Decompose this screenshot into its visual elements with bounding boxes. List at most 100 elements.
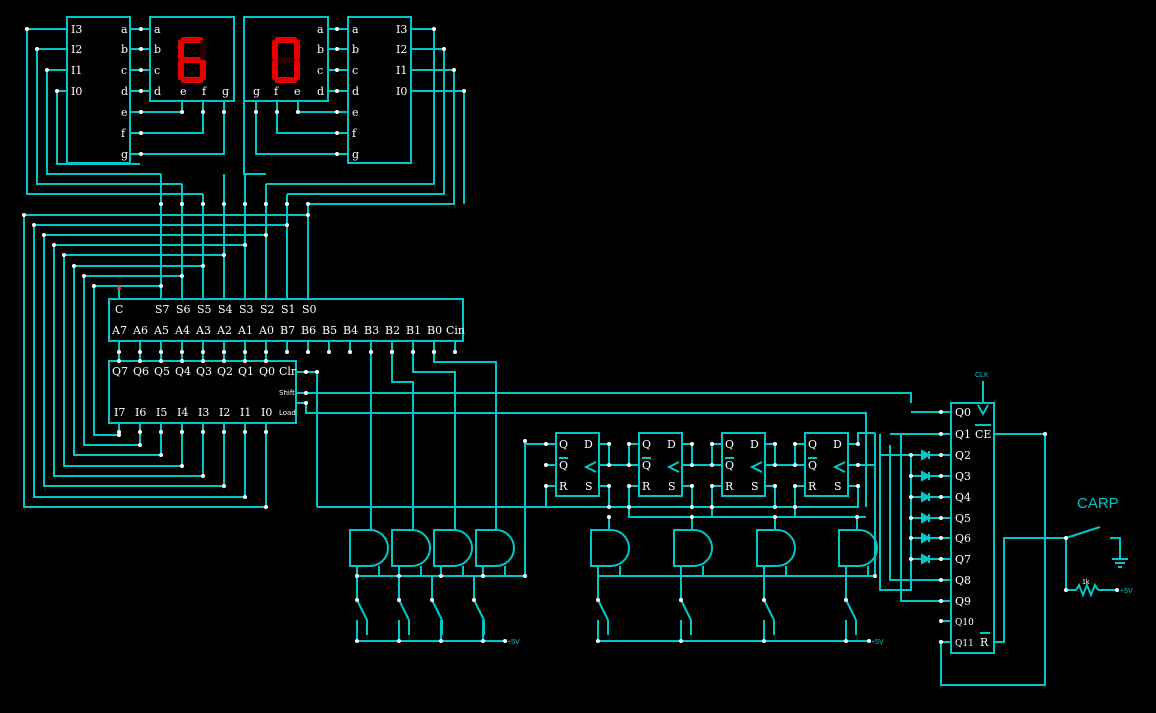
junction-node	[523, 439, 527, 443]
junction-node	[939, 432, 943, 436]
decoder-left-output: e	[121, 106, 128, 119]
wires	[23, 17, 1128, 686]
decoder-left-output: c	[121, 64, 127, 77]
diode	[921, 512, 932, 524]
junction-node	[117, 433, 121, 437]
junction-node	[472, 598, 476, 602]
junction-node	[335, 27, 339, 31]
junction-node	[355, 598, 359, 602]
junction-node	[607, 505, 611, 509]
junction-node	[690, 505, 694, 509]
junction-node	[82, 274, 86, 278]
junction-node	[138, 359, 142, 363]
segment-a	[181, 37, 203, 43]
segment-d	[181, 77, 203, 83]
junction-node	[335, 110, 339, 114]
wire	[357, 441, 526, 577]
adder-bottom-label: A2	[216, 324, 232, 337]
supply-label-1: +5V	[507, 639, 520, 646]
decoder-right-output: c	[352, 64, 358, 77]
junction-node	[180, 430, 184, 434]
counter-output-label: Q8	[955, 574, 971, 587]
junction-node	[222, 350, 226, 354]
register-clr-label: Clr	[279, 365, 297, 378]
wire	[940, 433, 1046, 686]
decoder-left-input: I3	[71, 23, 82, 36]
junction-node	[264, 505, 268, 509]
wire	[845, 599, 857, 621]
junction-node	[773, 442, 777, 446]
junction-node	[690, 463, 694, 467]
ff-clock-triangle	[583, 461, 597, 473]
junction-node	[159, 430, 163, 434]
junction-node	[264, 359, 268, 363]
adder-top-label: S5	[197, 303, 212, 316]
junction-node	[117, 359, 121, 363]
ff-d-label: D	[584, 438, 593, 451]
counter-output-label: Q9	[955, 595, 971, 608]
junction-node	[939, 516, 943, 520]
decoder-right-output: d	[352, 85, 359, 98]
junction-node	[939, 599, 943, 603]
register-input-label: I1	[240, 406, 251, 419]
register-input-label: I5	[156, 406, 167, 419]
junction-node	[243, 243, 247, 247]
junction-node	[138, 443, 142, 447]
junction-node	[397, 574, 401, 578]
segment-g	[275, 57, 297, 63]
adder-bottom-label: A0	[258, 324, 274, 337]
adder-top-label: S7	[155, 303, 170, 316]
junction-node	[180, 350, 184, 354]
segment-c	[200, 60, 206, 80]
diode	[921, 553, 932, 565]
ff-d-label: D	[667, 438, 676, 451]
register-output-label: Q4	[175, 365, 191, 378]
junction-node	[335, 68, 339, 72]
junction-node	[856, 463, 860, 467]
display-right-pin: b	[317, 43, 324, 56]
junction-node	[909, 557, 913, 561]
junction-node	[355, 574, 359, 578]
supply-label-3: +5V	[1120, 588, 1133, 595]
decoder-left-output: b	[121, 43, 128, 56]
ff-q-label: Q	[725, 438, 734, 451]
wire	[1065, 526, 1101, 539]
adder-bottom-label: A3	[195, 324, 211, 337]
and-gate-right	[673, 529, 713, 567]
wire	[255, 101, 348, 155]
wire	[317, 486, 547, 508]
junction-node	[264, 202, 268, 206]
junction-node	[304, 370, 308, 374]
adder-bottom-label: B3	[364, 324, 379, 337]
junction-node	[939, 495, 943, 499]
junction-node	[607, 463, 611, 467]
counter-ce-label: CE	[975, 428, 991, 441]
decoder-right-input: I1	[396, 64, 407, 77]
wire	[296, 392, 912, 403]
display-left-pin: e	[180, 85, 187, 98]
junction-node	[264, 430, 268, 434]
junction-node	[773, 484, 777, 488]
adder-bottom-label: B2	[385, 324, 400, 337]
junction-node	[844, 639, 848, 643]
decoder-right-output: f	[352, 127, 357, 140]
wire	[36, 49, 182, 185]
wire	[597, 620, 869, 642]
junction-node	[243, 202, 247, 206]
register-output-label: Q6	[133, 365, 149, 378]
wire	[597, 599, 609, 621]
junction-node	[544, 442, 548, 446]
wire	[900, 433, 941, 602]
junction-node	[304, 401, 308, 405]
ff-qbar-label: Q	[808, 459, 817, 472]
adder-bottom-label: A1	[237, 324, 253, 337]
junction-node	[335, 89, 339, 93]
decoder-right-output: b	[352, 43, 359, 56]
counter-output-label: Q0	[955, 406, 971, 419]
junction-node	[939, 640, 943, 644]
junction-node	[243, 350, 247, 354]
junction-node	[939, 536, 943, 540]
wire	[276, 101, 348, 134]
decoder-right-output: g	[352, 148, 359, 161]
